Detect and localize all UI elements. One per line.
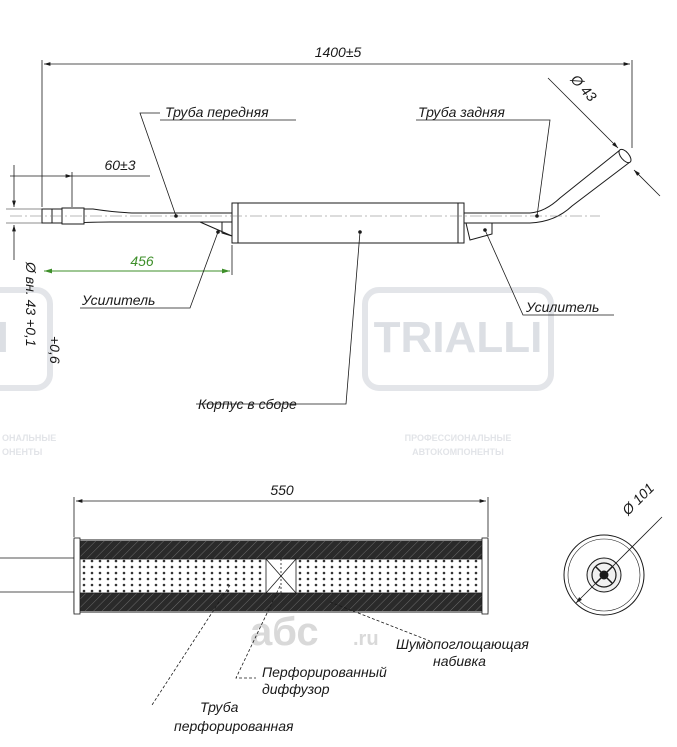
outlet-diameter-label: Ø 43 bbox=[567, 71, 600, 105]
body-assembly-label: Корпус в сборе bbox=[198, 396, 297, 412]
watermark-left-tagline-2: ОНЕНТЫ bbox=[2, 447, 43, 457]
dim-outlet-diameter: Ø 43 bbox=[547, 71, 661, 197]
perforated-pipe-label-1: Труба bbox=[200, 699, 239, 715]
label-perforated-pipe: Труба перфорированная bbox=[151, 584, 294, 734]
watermark-left-tagline-1: ОНАЛЬНЫЕ bbox=[2, 433, 56, 443]
watermark-brand: TRIALLI bbox=[374, 313, 543, 362]
front-pipe-label: Труба передняя bbox=[165, 104, 269, 120]
watermark-tagline-2: АВТОКОМПОНЕНТЫ bbox=[412, 447, 504, 457]
diffuser bbox=[265, 558, 297, 594]
shop-logo: aбс .ru bbox=[250, 610, 379, 654]
perforated-diffuser-label-1: Перфорированный bbox=[262, 664, 387, 680]
absorbing-packing-label-1: Шумопоглощающая bbox=[396, 636, 529, 652]
dim-front-to-body: 456 bbox=[44, 245, 233, 275]
shop-logo-suffix: .ru bbox=[353, 628, 379, 650]
reinforcement-right-label: Усилитель bbox=[525, 299, 599, 315]
shop-logo-main: aбс bbox=[250, 610, 319, 654]
watermark-tagline-1: ПРОФЕССИОНАЛЬНЫЕ bbox=[405, 433, 512, 443]
assembly-drawing bbox=[10, 148, 632, 244]
stub-length-label: 60±3 bbox=[104, 157, 135, 173]
packing-bottom bbox=[80, 593, 482, 611]
perforated-diffuser-label-2: диффузор bbox=[262, 681, 330, 697]
reinforcement-left-label: Усилитель bbox=[81, 292, 155, 308]
dim-stub: 60±3 bbox=[10, 157, 150, 207]
label-rear-pipe: Труба задняя bbox=[416, 104, 551, 218]
body-diameter-label: Ø 101 bbox=[618, 480, 657, 519]
reinforcement-right-shape bbox=[465, 222, 493, 241]
label-absorbing-packing: Шумопоглощающая набивка bbox=[329, 601, 529, 669]
perforated-pipe-label-2: перфорированная bbox=[174, 718, 294, 734]
front-to-body-label: 456 bbox=[130, 253, 154, 269]
label-perforated-diffuser: Перфорированный диффузор bbox=[235, 585, 387, 697]
label-front-pipe: Труба передняя bbox=[139, 104, 296, 218]
absorbing-packing-label-2: набивка bbox=[433, 653, 486, 669]
reinforcement-left-shape bbox=[199, 221, 233, 237]
watermark-left-brand: ALLI bbox=[0, 313, 9, 362]
label-body-assembly: Корпус в сборе bbox=[196, 230, 362, 412]
watermark-right: TRIALLI ПРОФЕССИОНАЛЬНЫЕ АВТОКОМПОНЕНТЫ bbox=[362, 287, 554, 457]
packing-top bbox=[80, 541, 482, 559]
watermark-left: ALLI ОНАЛЬНЫЕ ОНЕНТЫ bbox=[0, 287, 56, 457]
dim-body-diameter: Ø 101 bbox=[575, 480, 663, 604]
rear-pipe-label: Труба задняя bbox=[418, 104, 505, 120]
label-reinforcement-left: Усилитель bbox=[80, 230, 220, 309]
body-shape bbox=[231, 202, 465, 244]
inlet-diameter-label: Ø вн. 43 +0,1 bbox=[23, 261, 39, 347]
dim-body-length: 550 bbox=[73, 482, 489, 537]
dim-overall: 1400±5 bbox=[41, 44, 633, 207]
overall-length-label: 1400±5 bbox=[315, 44, 362, 60]
label-reinforcement-right: Усилитель bbox=[483, 228, 614, 316]
inlet-tolerance-label: +0,6 bbox=[47, 336, 63, 364]
dim-inlet-diameter: Ø вн. 43 +0,1 +0,6 bbox=[6, 165, 63, 364]
rear-pipe-shape bbox=[464, 149, 631, 224]
section-drawing bbox=[0, 537, 489, 615]
body-length-label: 550 bbox=[270, 482, 294, 498]
